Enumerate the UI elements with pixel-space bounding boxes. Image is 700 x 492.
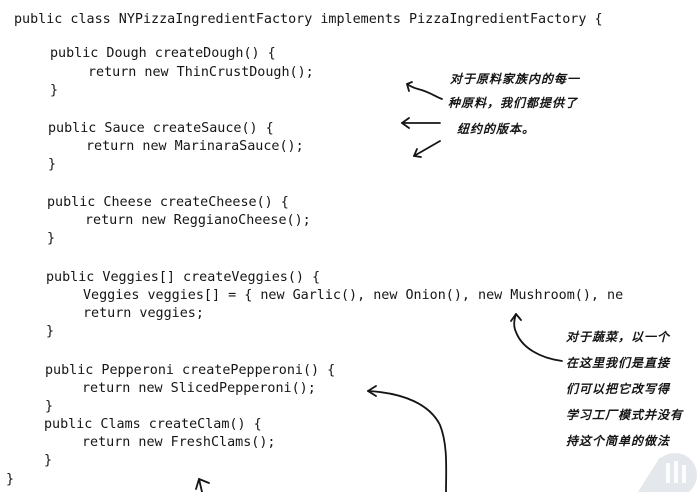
sauce-close-brace: } (48, 157, 57, 172)
cheese-method-signature: public Cheese createCheese() { (47, 195, 289, 210)
veggies-method-signature: public Veggies[] createVeggies() { (46, 270, 321, 285)
arrow-bottom-caret (195, 478, 210, 490)
clams-return: return new FreshClams(); (82, 435, 276, 450)
annotation-top-line-1: 对于原料家族内的每一 (450, 72, 581, 86)
veggies-return: return veggies; (83, 306, 204, 321)
annotation-veggies-line-1: 对于蔬菜，以一个 (566, 330, 671, 344)
arrow-to-veggies (513, 313, 563, 362)
arrow-to-dough (406, 83, 443, 100)
arrow-to-pepperoni (367, 390, 448, 492)
cheese-return: return new ReggianoCheese(); (85, 213, 311, 228)
watermark-seal (638, 453, 697, 492)
annotation-veggies-line-2: 在这里我们是直接 (566, 356, 671, 370)
sauce-method-signature: public Sauce createSauce() { (48, 121, 274, 136)
dough-close-brace: } (50, 83, 59, 98)
annotation-top-line-2: 种原料，我们都提供了 (448, 96, 579, 110)
pepperoni-method-signature: public Pepperoni createPepperoni() { (45, 363, 336, 378)
dough-return: return new ThinCrustDough(); (88, 65, 314, 80)
clams-close-brace: } (44, 453, 53, 468)
class-declaration: public class NYPizzaIngredientFactory im… (14, 12, 603, 27)
sauce-return: return new MarinaraSauce(); (86, 139, 304, 154)
class-close-brace: } (6, 472, 15, 487)
annotation-top-line-3: 纽约的版本。 (457, 122, 536, 136)
annotation-veggies-line-4: 学习工厂模式并没有 (566, 408, 684, 422)
veggies-close-brace: } (46, 324, 55, 339)
annotation-veggies-line-3: 们可以把它改写得 (566, 382, 671, 396)
clams-method-signature: public Clams createClam() { (44, 417, 262, 432)
cheese-close-brace: } (47, 231, 56, 246)
arrow-to-sauce-close (413, 140, 441, 157)
veggies-array-declaration: Veggies veggies[] = { new Garlic(), new … (83, 288, 624, 303)
pepperoni-return: return new SlicedPepperoni(); (82, 381, 316, 396)
annotation-veggies-line-5: 持这个简单的做法 (566, 434, 671, 448)
dough-method-signature: public Dough createDough() { (50, 46, 276, 61)
pepperoni-close-brace: } (45, 399, 54, 414)
